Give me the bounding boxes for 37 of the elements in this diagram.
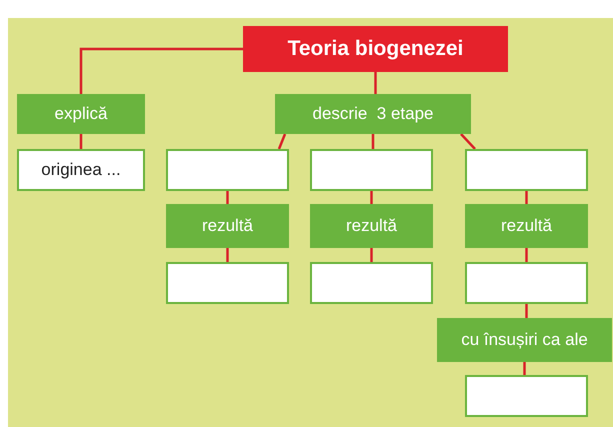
label-box <box>17 94 145 134</box>
empty-answer-box <box>166 262 289 304</box>
answer-box <box>17 149 145 191</box>
label-box <box>465 204 588 248</box>
node-text: explică <box>54 104 108 124</box>
label-box <box>437 318 612 362</box>
connector-line <box>523 362 526 375</box>
connector-line <box>80 48 243 94</box>
empty-answer-box <box>465 375 588 417</box>
node-text: cu însușiri ca ale <box>461 330 588 350</box>
label-box <box>310 204 433 248</box>
connector-line <box>80 134 82 149</box>
connector-line <box>525 248 528 262</box>
connector-line <box>525 191 528 204</box>
empty-answer-box <box>310 149 433 191</box>
label-box <box>275 94 471 134</box>
connector-line <box>372 134 374 149</box>
empty-answer-box <box>310 262 433 304</box>
connector-line <box>226 191 229 204</box>
node-text: descrie 3 etape <box>312 104 434 124</box>
node-text: originea ... <box>41 160 121 180</box>
connector-line <box>370 248 373 262</box>
connector-line <box>374 72 377 94</box>
node-text: rezultă <box>202 216 254 236</box>
empty-answer-box <box>465 262 588 304</box>
connector-line <box>525 304 528 318</box>
connector-line <box>460 133 476 150</box>
connector-line <box>278 134 286 150</box>
title-box <box>243 26 508 72</box>
label-box <box>166 204 289 248</box>
node-text: rezultă <box>346 216 398 236</box>
empty-answer-box <box>166 149 289 191</box>
connector-line <box>226 248 229 262</box>
connector-line <box>370 191 373 204</box>
empty-answer-box <box>465 149 588 191</box>
node-text: Teoria biogenezei <box>288 37 464 61</box>
node-text: rezultă <box>500 216 552 236</box>
